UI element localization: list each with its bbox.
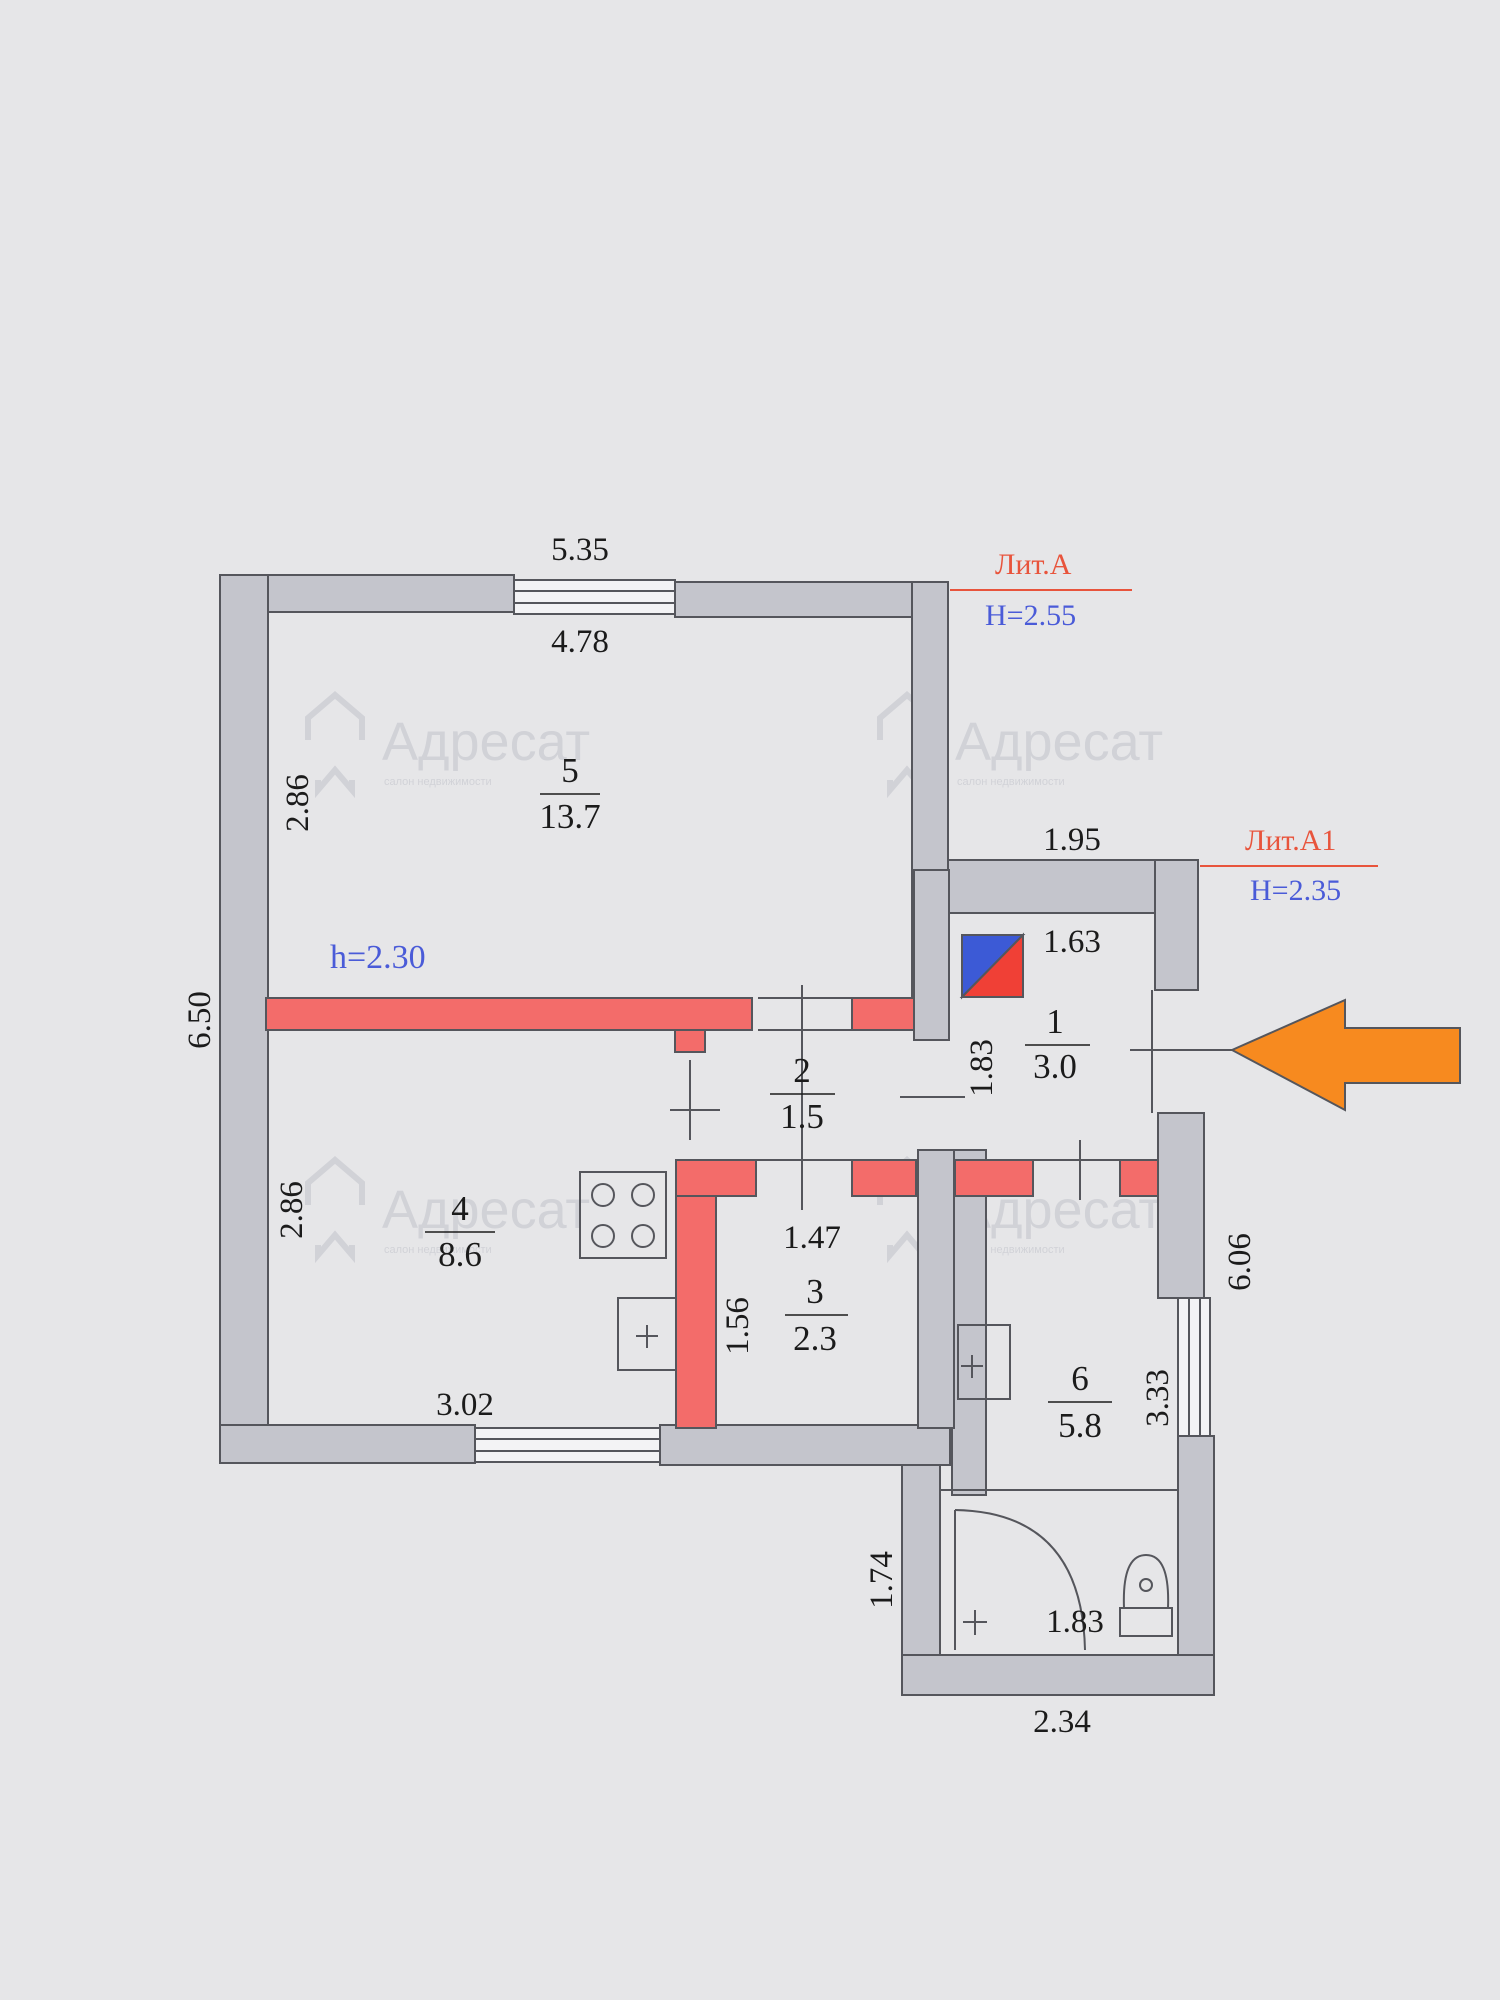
room-area: 5.8	[1058, 1406, 1102, 1445]
dim-bath-inner: 1.83	[1046, 1604, 1104, 1640]
watermark-tagline: салон недвижимости	[384, 1244, 492, 1256]
room-label-3: 3 2.3	[785, 1272, 848, 1358]
sink-icon	[957, 1324, 1011, 1400]
window-bottom	[474, 1427, 661, 1463]
annex-wall-right-top	[1154, 859, 1199, 991]
dim-annex-bottom: 2.34	[1033, 1704, 1091, 1740]
house-icon	[305, 1156, 365, 1264]
partition-room2-bottom	[851, 1159, 917, 1197]
building-a1-height: H=2.35	[1250, 874, 1341, 907]
dim-room3-side: 1.56	[720, 1297, 756, 1355]
interior-walls	[913, 869, 955, 1429]
dim-bath-left: 1.74	[864, 1551, 900, 1609]
watermark-brand: Адресат	[955, 712, 1163, 772]
dim-room6-side: 3.33	[1140, 1369, 1176, 1427]
annex-inner-outline	[940, 912, 1178, 1656]
partition-horizontal-main	[265, 997, 753, 1031]
wall-bottom-right	[659, 1424, 951, 1466]
watermark-brand: Адресат	[382, 712, 590, 772]
door-swing-icon	[954, 1509, 1086, 1651]
wall-room3-right	[917, 1149, 955, 1429]
dim-inner-top: 4.78	[551, 624, 609, 660]
watermark-brand: Адресат	[382, 1180, 590, 1240]
partition-room3-top	[675, 1159, 757, 1197]
watermark-logo-1: Адресат салон недвижимости	[305, 691, 590, 799]
room-area: 3.0	[1033, 1047, 1077, 1086]
wall-top-right	[674, 581, 949, 618]
dim-room4-height: 2.86	[274, 1181, 310, 1239]
dim-outer-top: 5.35	[551, 532, 609, 568]
room-area: 1.5	[780, 1097, 824, 1136]
watermark-logo-2: Адресат салон недвижимости	[877, 691, 1163, 799]
room-area: 2.3	[793, 1319, 837, 1358]
room-label-6: 6 5.8	[1048, 1359, 1112, 1445]
room-label-5: 5 13.7	[539, 751, 600, 836]
room-number: 2	[793, 1051, 811, 1090]
room-number: 6	[1071, 1359, 1089, 1398]
partition-annex-2	[1119, 1159, 1159, 1197]
annex-wall-right-low	[1177, 1435, 1215, 1693]
wall-left	[219, 574, 269, 1464]
partitions	[265, 997, 1159, 1429]
door-openings	[670, 985, 1230, 1210]
partition-right-segment	[851, 997, 915, 1031]
partition-annex-1	[954, 1159, 1034, 1197]
room-number: 1	[1046, 1002, 1064, 1041]
partition-vertical-room3	[675, 1159, 717, 1429]
watermark-tagline: салон недвижимости	[384, 776, 492, 788]
boiler-icon	[959, 932, 1026, 1000]
dim-annex-top: 1.95	[1043, 822, 1101, 858]
bath-wall-bottom	[901, 1654, 1215, 1696]
room-number: 4	[451, 1189, 469, 1228]
wall-top-left	[231, 574, 515, 613]
ceiling-height-label: h=2.30	[330, 939, 426, 976]
partition-stub	[674, 1029, 706, 1053]
watermark-logo-3: Адресат салон недвижимости	[305, 1156, 590, 1264]
room-number: 5	[561, 751, 579, 790]
watermark-tagline: салон недвижимости	[957, 776, 1065, 788]
sink-icon	[617, 1297, 677, 1371]
wall-room5-right	[913, 869, 950, 1041]
building-a-height: H=2.55	[985, 599, 1076, 632]
annex-wall-left	[951, 1149, 987, 1496]
wall-bottom-left	[219, 1424, 476, 1464]
building-a1-label: Лит.А1	[1245, 824, 1336, 857]
entrance-arrow-icon	[1130, 998, 1461, 1112]
dim-annex-right: 6.06	[1222, 1233, 1258, 1291]
annex-wall-right-mid	[1157, 1112, 1205, 1299]
room-label-2: 2 1.5	[770, 1051, 835, 1136]
dim-room3-top: 1.47	[783, 1220, 841, 1256]
building-a-label: Лит.А	[995, 548, 1072, 581]
dim-room4-bottom: 3.02	[436, 1387, 494, 1423]
room-number: 3	[806, 1272, 824, 1311]
room-label-1: 1 3.0	[1025, 1002, 1090, 1086]
stove-icon	[579, 1171, 667, 1259]
window-top	[513, 579, 676, 615]
dim-room1-side: 1.83	[964, 1039, 1000, 1097]
house-icon	[305, 691, 365, 799]
exterior-walls-main	[219, 574, 951, 1466]
toilet-icon	[1119, 1553, 1173, 1637]
dim-room1-top: 1.63	[1043, 924, 1101, 960]
exterior-walls-annex	[901, 859, 1215, 1696]
room-area: 13.7	[539, 797, 600, 836]
window-annex-right	[1177, 1297, 1211, 1437]
room-label-4: 4 8.6	[425, 1189, 495, 1274]
room-area: 8.6	[438, 1235, 482, 1274]
dim-room5-height: 2.86	[280, 774, 316, 832]
dim-left-total: 6.50	[182, 991, 218, 1049]
